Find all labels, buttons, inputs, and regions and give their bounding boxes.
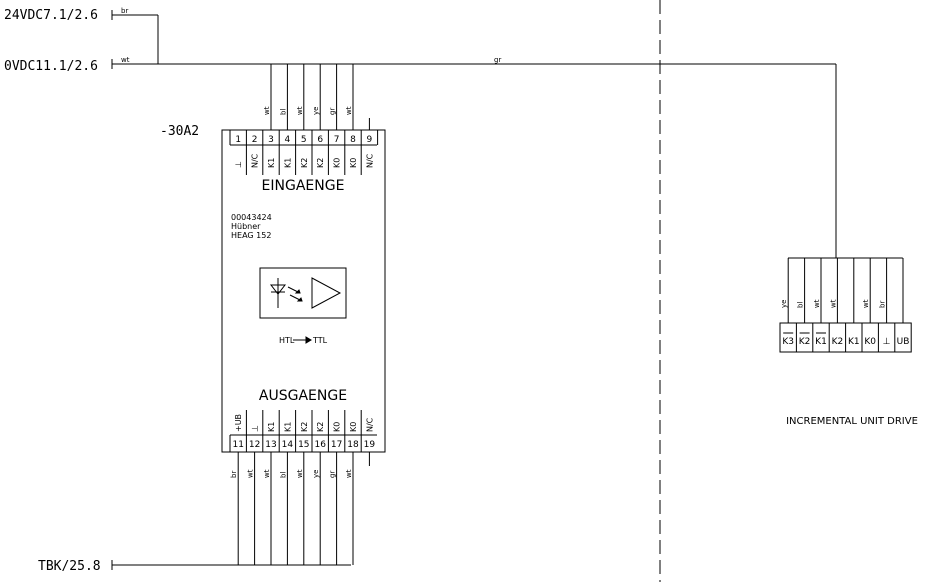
wire-color-pin-17: gr xyxy=(329,471,337,478)
pin-number-5: 5 xyxy=(301,135,307,145)
drive-wire-color-0: ye xyxy=(780,300,788,308)
drive-terminal-7: UB xyxy=(897,337,910,347)
conversion-arrowhead xyxy=(305,336,312,344)
top-pin-group: 1 ⊥ 2N/C 3K1 wt 4K1 bl 5K2 wt 6K2 ye 7K0 gr 8K0 wt 9N/C xyxy=(234,64,379,175)
outputs-title: AUSGAENGE xyxy=(259,388,347,404)
wire-br-top-label: br xyxy=(121,7,128,15)
pin-function-1: ⊥ xyxy=(234,161,243,168)
module-type: HEAG 152 xyxy=(231,231,271,240)
pin-number-12: 12 xyxy=(249,440,260,450)
drive-wire-color-5: wt xyxy=(862,299,870,308)
wire-color-pin-15: wt xyxy=(296,469,304,478)
pin-number-1: 1 xyxy=(235,135,241,145)
pin-function-16: K2 xyxy=(316,422,325,432)
pin-function-6: K2 xyxy=(316,158,325,168)
module-designation: -30A2 xyxy=(160,124,199,139)
drive-terminal-5: K0 xyxy=(864,337,876,347)
drive-title: INCREMENTAL UNIT DRIVE xyxy=(786,416,918,427)
pin-function-19: N/C xyxy=(365,417,374,432)
wire-color-pin-3: wt xyxy=(263,106,271,115)
drive-terminal-0: K3 xyxy=(782,337,794,347)
drive-terminal-4: K1 xyxy=(848,337,860,347)
wire-color-pin-8: wt xyxy=(345,106,353,115)
pin-function-8: K0 xyxy=(349,158,358,168)
pin-number-17: 17 xyxy=(331,440,342,450)
drive-terminal-2: K1 xyxy=(815,337,827,347)
drive-wire-color-6: br xyxy=(879,301,887,308)
optocoupler-symbol xyxy=(259,267,347,319)
pin-number-18: 18 xyxy=(347,440,359,450)
pin-function-18: K0 xyxy=(349,422,358,432)
pin-function-14: K1 xyxy=(283,422,292,432)
drive-wire-color-1: bl xyxy=(797,302,805,308)
pin-number-14: 14 xyxy=(282,440,294,450)
supply-24v-label: 24VDC7.1/2.6 xyxy=(4,8,98,23)
pin-function-9: N/C xyxy=(365,153,374,168)
pin-number-9: 9 xyxy=(367,135,373,145)
pin-number-15: 15 xyxy=(298,440,309,450)
wire-gr-label: gr xyxy=(494,56,501,64)
pin-function-11: +UB xyxy=(234,414,243,432)
wire-color-pin-18: wt xyxy=(345,469,353,478)
bottom-pin-group: +UB 11 br ⊥ 12 wt K1 13 wt K1 14 bl K2 15 wt K2 16 ye K0 17… xyxy=(230,410,375,565)
wire-color-pin-13: wt xyxy=(263,469,271,478)
drive-terminal-6: ⊥ xyxy=(883,337,891,347)
pin-function-4: K1 xyxy=(283,158,292,168)
pin-number-19: 19 xyxy=(364,440,376,450)
wire-color-pin-12: wt xyxy=(247,469,255,478)
wire-color-pin-14: bl xyxy=(279,472,287,478)
pin-function-3: K1 xyxy=(267,158,276,168)
pin-number-11: 11 xyxy=(232,440,243,450)
pin-function-12: ⊥ xyxy=(251,425,260,432)
pin-number-16: 16 xyxy=(314,440,326,450)
conversion-from: HTL xyxy=(279,336,295,345)
pin-function-15: K2 xyxy=(300,422,309,432)
pin-number-7: 7 xyxy=(334,135,340,145)
pin-number-3: 3 xyxy=(268,135,274,145)
wire-wt-top-label: wt xyxy=(121,56,130,64)
pin-function-5: K2 xyxy=(300,158,309,168)
supply-0v-label: 0VDC11.1/2.6 xyxy=(4,59,98,74)
pin-function-7: K0 xyxy=(333,158,342,168)
wire-color-pin-7: gr xyxy=(329,108,337,115)
pin-number-4: 4 xyxy=(285,135,291,145)
drive-wire-color-3: wt xyxy=(829,299,837,308)
pin-number-2: 2 xyxy=(252,135,258,145)
module-part-number: 00043424 xyxy=(231,213,272,222)
wire-color-pin-16: ye xyxy=(312,470,320,478)
wire-color-pin-6: ye xyxy=(312,107,320,115)
wire-color-pin-4: bl xyxy=(279,109,287,115)
pin-number-13: 13 xyxy=(265,440,276,450)
module-manufacturer: Hübner xyxy=(231,222,261,231)
pin-function-2: N/C xyxy=(251,153,260,168)
pin-number-8: 8 xyxy=(350,135,356,145)
pin-number-6: 6 xyxy=(317,135,323,145)
pin-function-17: K0 xyxy=(333,422,342,432)
conversion-to: TTL xyxy=(312,336,328,345)
pin-function-13: K1 xyxy=(267,422,276,432)
drive-terminal-3: K2 xyxy=(832,337,844,347)
wire-color-pin-11: br xyxy=(230,471,238,478)
tbk-label: TBK/25.8 xyxy=(38,559,101,574)
drive-terminal-1: K2 xyxy=(799,337,811,347)
wire-color-pin-5: wt xyxy=(296,106,304,115)
drive-wire-color-2: wt xyxy=(813,299,821,308)
inputs-title: EINGAENGE xyxy=(262,178,345,194)
